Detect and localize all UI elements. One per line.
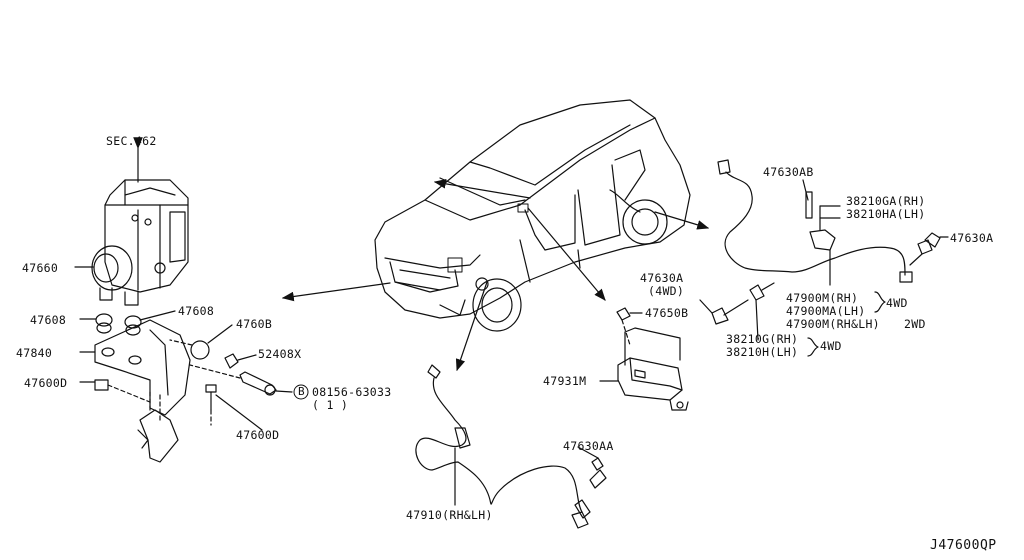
label-38210h-lh: 38210H(LH)	[726, 345, 799, 359]
label-47630ab: 47630AB	[763, 165, 814, 179]
label-47900ma-lh: 47900MA(LH)	[786, 304, 866, 318]
abs-bracket	[79, 319, 191, 463]
label-sec-462: SEC.462	[106, 134, 157, 148]
label-38210ga: 38210GA(RH)	[846, 194, 926, 208]
label-47650b: 47650B	[645, 306, 689, 320]
label-47900m-rh: 47900M(RH)	[786, 291, 859, 305]
rear-wheel-sensor-harness	[699, 159, 949, 341]
label-4wd-a: 4WD	[886, 296, 908, 310]
front-wheel-sensor-harness	[415, 364, 607, 529]
label-08156-63033: 08156-63033	[312, 385, 392, 399]
label-47840: 47840	[16, 346, 53, 360]
label-47608-right: 47608	[178, 304, 215, 318]
label-52408x: 52408X	[258, 347, 302, 361]
label-47630a-4wd: 47630A	[640, 271, 684, 285]
label-47630a-right: 47630A	[950, 231, 994, 245]
label-4wd-b: 4WD	[820, 339, 842, 353]
label-38210g-rh: 38210G(RH)	[726, 332, 799, 346]
label-47630a-4wd-note: (4WD)	[648, 284, 685, 298]
label-47630aa: 47630AA	[563, 439, 614, 453]
label-38210ha: 38210HA(LH)	[846, 207, 926, 221]
yaw-rate-sensor	[599, 307, 689, 411]
label-47910: 47910(RH&LH)	[406, 508, 493, 522]
label-08156-qty: ( 1 )	[312, 398, 349, 412]
label-47931m: 47931M	[543, 374, 587, 388]
label-47660: 47660	[22, 261, 59, 275]
label-47608-left: 47608	[30, 313, 67, 327]
label-4760b: 4760B	[236, 317, 273, 331]
vehicle-illustration	[374, 99, 691, 332]
label-2wd: 2WD	[904, 317, 926, 331]
abs-actuator-unit	[74, 137, 189, 306]
diagram-code: J47600QP	[930, 538, 997, 553]
label-47900m-rh-lh: 47900M(RH&LH)	[786, 317, 880, 331]
label-47600d-left: 47600D	[24, 376, 68, 390]
label-47600d-bottom: 47600D	[236, 428, 280, 442]
label-08156-badge: B	[298, 385, 305, 398]
